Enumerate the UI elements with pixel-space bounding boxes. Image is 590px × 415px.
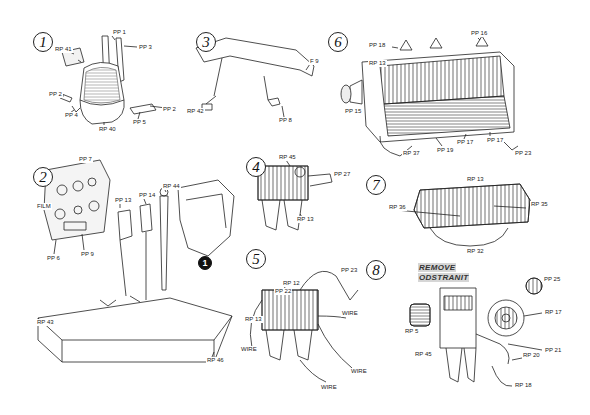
part-number: WIRE <box>350 368 368 375</box>
part-number: PP 21 <box>544 347 562 354</box>
step-number-text: 7 <box>372 178 380 193</box>
part-number: PP 22 <box>274 288 292 295</box>
part-number: RP 43 <box>36 319 55 326</box>
part-number: RP 37 <box>402 150 421 157</box>
part-number: PP 9 <box>80 251 95 258</box>
step-number: 4 <box>246 157 266 177</box>
step-number: 8 <box>366 260 386 280</box>
part-number: PP 18 <box>368 42 386 49</box>
part-number: RP 12 <box>282 280 301 287</box>
step-number: 3 <box>196 32 216 52</box>
part-number: PP 1 <box>112 29 127 36</box>
part-number: RP 13 <box>244 316 263 323</box>
part-number: RP 13 <box>466 176 485 183</box>
part-number: PP 27 <box>333 171 351 178</box>
callout-marker: 1 <box>198 256 212 270</box>
part-number: RP 18 <box>514 382 533 389</box>
step-number-text: 5 <box>252 252 260 267</box>
part-number: RP 42 <box>186 108 205 115</box>
step-number: 7 <box>366 175 386 195</box>
step-number-text: 6 <box>334 35 342 50</box>
part-number: FILM <box>36 203 52 210</box>
part-number: PP 25 <box>543 276 561 283</box>
step-number-text: 2 <box>39 170 47 185</box>
part-number: RP 35 <box>530 201 549 208</box>
part-number: RP 13 <box>296 216 315 223</box>
step-number-text: 1 <box>202 259 207 268</box>
part-number: PP 13 <box>114 197 132 204</box>
part-number: PP 3 <box>138 44 153 51</box>
part-number: RP 46 <box>206 357 225 364</box>
note: REMOVE <box>418 263 456 272</box>
part-number: PP 23 <box>514 150 532 157</box>
step-number-text: 8 <box>372 263 380 278</box>
part-number: PP 5 <box>132 119 147 126</box>
part-number: PP 17 <box>486 137 504 144</box>
part-number: RP 36 <box>388 204 407 211</box>
part-number: PP 23 <box>340 267 358 274</box>
part-number: RP 45 <box>414 351 433 358</box>
part-number: PP 19 <box>436 147 454 154</box>
step-number-text: 4 <box>252 160 260 175</box>
part-number: RP 20 <box>522 352 541 359</box>
part-number: RP 13 <box>368 60 387 67</box>
part-number: RP 17 <box>544 309 563 316</box>
part-number: PP 6 <box>46 255 61 262</box>
note: ODSTRANIT <box>418 273 469 282</box>
step-number: 1 <box>33 32 53 52</box>
step-number-text: 3 <box>202 35 210 50</box>
step-number: 6 <box>328 32 348 52</box>
part-number: RP 41 <box>54 46 73 53</box>
part-number: PP 17 <box>456 139 474 146</box>
part-number: WIRE <box>240 346 258 353</box>
part-number: RP 40 <box>98 126 117 133</box>
part-number: PP 7 <box>78 156 93 163</box>
part-number: RP 5 <box>404 328 419 335</box>
part-number: PP 2 <box>48 91 63 98</box>
part-number: RP 44 <box>162 183 181 190</box>
part-number: RP 45 <box>278 154 297 161</box>
part-number: PP 2 <box>162 106 177 113</box>
part-number: PP 4 <box>64 112 79 119</box>
part-number: PP 14 <box>138 192 156 199</box>
part-number: PP 8 <box>278 117 293 124</box>
part-number: WIRE <box>320 384 338 391</box>
step-number: 2 <box>33 167 53 187</box>
step-number-text: 1 <box>39 35 47 50</box>
step-number: 5 <box>246 249 266 269</box>
part-number: F 9 <box>309 58 320 65</box>
part-number: RP 32 <box>466 248 485 255</box>
part-number: WIRE <box>341 310 359 317</box>
part-number: PP 16 <box>470 30 488 37</box>
part-number: PP 15 <box>344 108 362 115</box>
